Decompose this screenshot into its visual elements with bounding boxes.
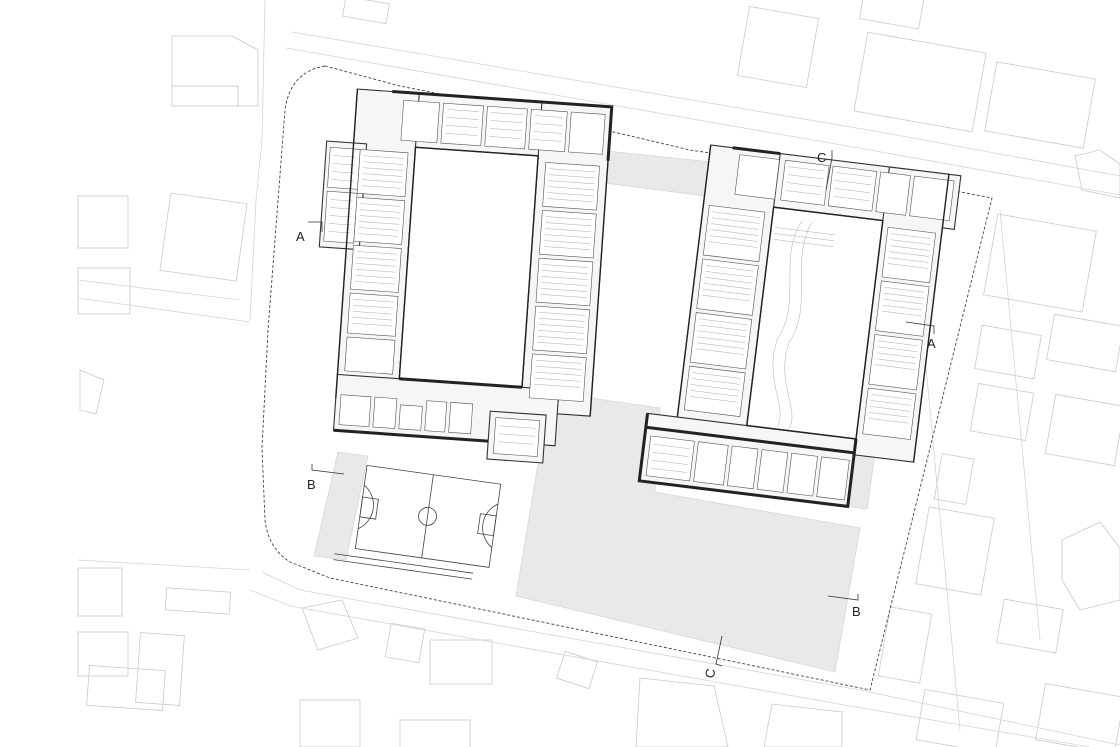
left-courtyard <box>398 146 539 388</box>
left-school-building <box>318 88 614 464</box>
section-a-left-label: A <box>296 229 305 244</box>
section-markers: A A B B C C <box>296 150 936 679</box>
sports-side-strip <box>313 451 369 561</box>
site-boundary <box>261 65 993 691</box>
section-a-right-label: A <box>927 336 936 351</box>
context-buildings <box>77 0 1120 747</box>
basketball-court <box>333 464 502 580</box>
section-c-top-label: C <box>817 150 826 165</box>
section-b-left-label: B <box>307 477 316 492</box>
link-path-paving <box>595 149 713 197</box>
forecourt-paving <box>515 391 861 673</box>
right-school-building <box>637 144 962 509</box>
section-b-right-label: B <box>852 604 861 619</box>
section-c-bottom-label: C <box>702 667 718 679</box>
